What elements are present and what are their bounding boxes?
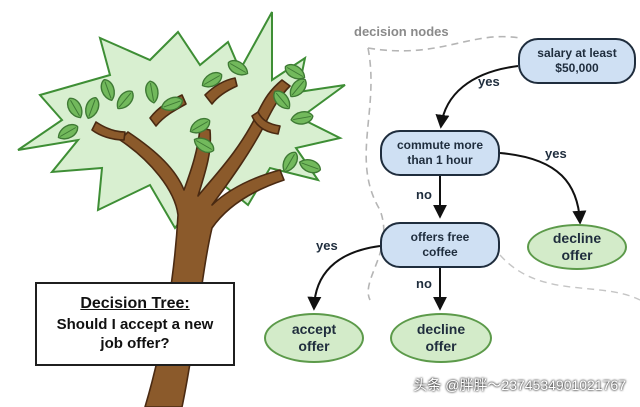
edge-coffee-accept (307, 245, 381, 311)
title-line2: job offer? (100, 335, 170, 353)
edge-label-coffee-accept: yes (316, 238, 338, 253)
leaf-decline-right-line1: decline (552, 229, 602, 246)
leaf-decline-right-line2: offer (561, 247, 593, 263)
node-commute-line1: commute more (396, 138, 484, 152)
leaf-nodes-boundary (499, 254, 640, 301)
leaf-accept-line2: offer (298, 338, 330, 354)
decision-node-coffee: offers free coffee (380, 222, 500, 268)
node-coffee-line1: offers free (410, 230, 470, 244)
decision-nodes-boundary (365, 35, 521, 301)
title-box: Decision Tree: Should I accept a new job… (35, 282, 235, 366)
title-line1: Should I accept a new (56, 315, 214, 333)
leaf-node-accept: accept offer (264, 313, 364, 363)
edge-label-salary-commute: yes (478, 74, 500, 89)
node-coffee-line2: coffee (422, 245, 458, 259)
decision-nodes-label: decision nodes (354, 24, 449, 39)
decision-node-salary: salary at least $50,000 (518, 38, 636, 84)
leaf-decline-bottom-line1: decline (416, 320, 466, 337)
edge-label-commute-coffee: no (416, 187, 432, 202)
node-salary-line2: $50,000 (555, 61, 599, 75)
leaf-node-decline-bottom: decline offer (390, 313, 492, 363)
diagram-edges (307, 65, 587, 311)
leaf-decline-bottom-line2: offer (425, 338, 457, 354)
edge-label-coffee-decline: no (416, 276, 432, 291)
tree-foliage (17, 11, 346, 230)
leaf-accept-line1: accept (291, 320, 337, 337)
node-commute-line2: than 1 hour (407, 153, 473, 167)
node-salary-line1: salary at least (537, 46, 617, 60)
edge-salary-commute (435, 65, 519, 129)
edge-commute-decline (499, 152, 587, 225)
decision-node-commute: commute more than 1 hour (380, 130, 500, 176)
title-heading: Decision Tree: (80, 295, 190, 313)
tree-trunk (91, 77, 291, 407)
edge-label-commute-decline: yes (545, 146, 567, 161)
leaf-node-decline-right: decline offer (527, 224, 627, 270)
watermark-text: 头条 @胖胖～2374534901021767 (413, 377, 626, 393)
